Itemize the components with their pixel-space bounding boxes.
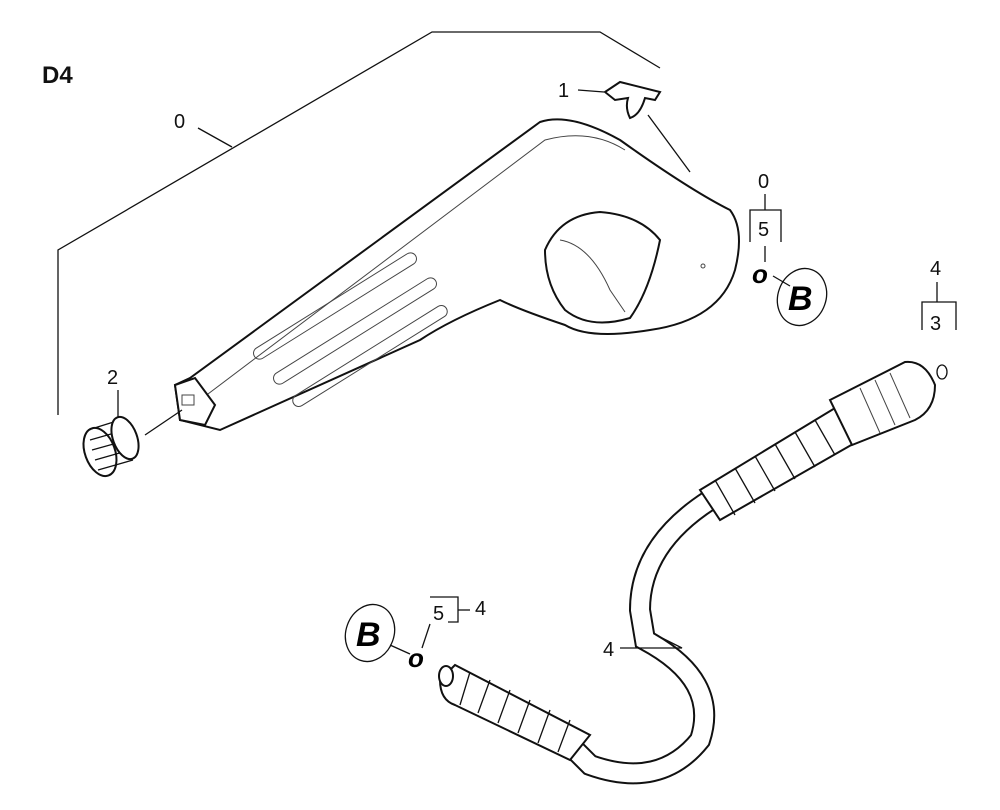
assembly-bracket [57, 31, 661, 415]
label-nut-oring: 3 [930, 313, 941, 335]
label-hose: 4 [603, 639, 614, 661]
oring-top-icon: o [752, 259, 768, 289]
label-assembly: 0 [174, 111, 185, 133]
badge-bottom-outline [344, 603, 396, 663]
badge-top-outline [776, 267, 828, 327]
oring-bottom-icon: o [408, 643, 424, 673]
label-top-group: 0 [758, 171, 769, 193]
label-bottom-group: 4 [475, 598, 486, 620]
label-bottom-oring: 5 [433, 603, 444, 625]
clip-part [577, 80, 691, 173]
spring-part [82, 390, 183, 478]
hose-part [438, 360, 937, 785]
diagram-title: D4 [42, 62, 73, 89]
badge-top: B [788, 280, 813, 318]
label-spring: 2 [107, 367, 118, 389]
gun-handle [173, 118, 740, 432]
badge-bottom: B [356, 616, 381, 654]
label-clip: 1 [558, 80, 569, 102]
label-top-oring: 5 [758, 219, 769, 241]
leader-line [197, 127, 233, 148]
label-nut-group: 4 [930, 258, 941, 280]
oring-nut-icon [936, 364, 948, 380]
